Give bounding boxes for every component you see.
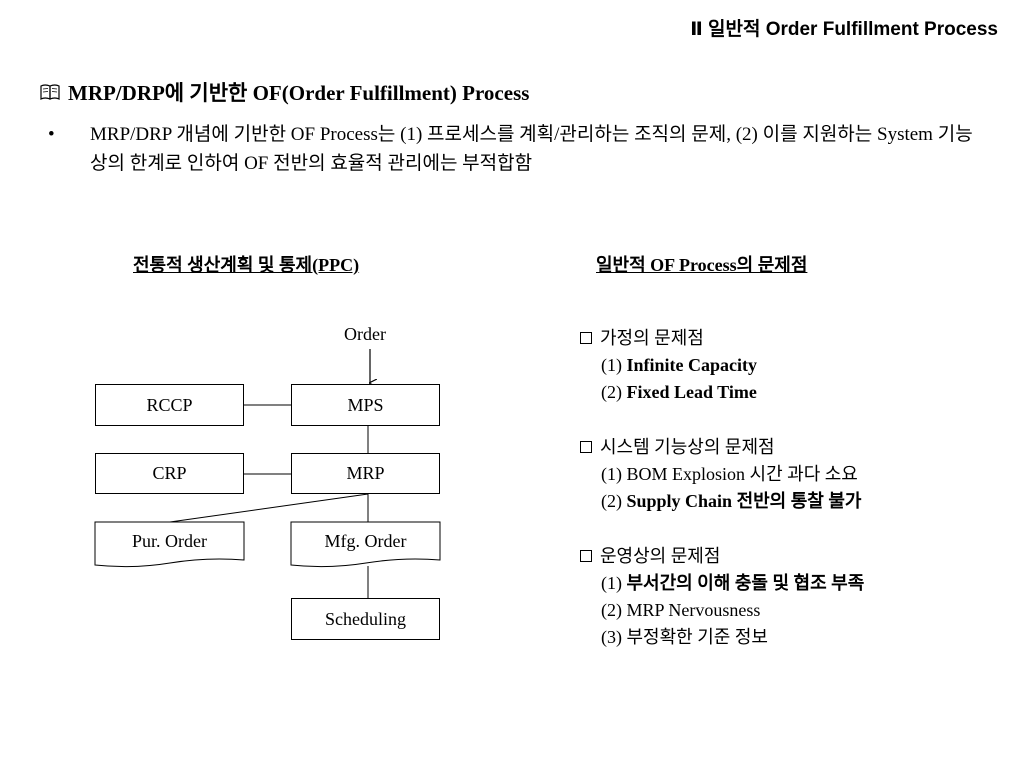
- checkbox-square-icon: [580, 331, 592, 344]
- book-icon: [40, 84, 60, 105]
- section-title-text: MRP/DRP에 기반한 OF(Order Fulfillment) Proce…: [68, 81, 530, 105]
- issue-item: (1) Infinite Capacity: [601, 355, 757, 375]
- issue-item: (1) 부서간의 이해 충돌 및 협조 부족: [601, 573, 865, 593]
- issue-heading: 시스템 기능상의 문제점: [600, 437, 775, 457]
- issue-heading: 운영상의 문제점: [600, 546, 721, 566]
- page-header-title: Ⅱ 일반적 Order Fulfillment Process: [690, 19, 998, 40]
- scheduling-box: Scheduling: [291, 598, 440, 640]
- mfg-order-box: [290, 521, 441, 568]
- mfg-order-label: Mfg. Order: [324, 531, 407, 551]
- issue-group-operations: 운영상의 문제점 (1) 부서간의 이해 충돌 및 협조 부족 (2) MRP …: [580, 543, 864, 651]
- issue-item: (2) Supply Chain 전반의 통찰 불가: [601, 491, 862, 511]
- checkbox-square-icon: [580, 440, 592, 453]
- pur-order-box: [94, 521, 245, 568]
- pur-order-label: Pur. Order: [132, 531, 207, 551]
- order-label: Order: [344, 324, 386, 344]
- left-column-title: 전통적 생산계획 및 통제(PPC): [133, 255, 360, 275]
- issue-item: (3) 부정확한 기준 정보: [601, 627, 768, 647]
- rccp-box: RCCP: [95, 384, 244, 426]
- checkbox-square-icon: [580, 549, 592, 562]
- issue-item: (2) Fixed Lead Time: [601, 382, 757, 402]
- issue-item: (2) MRP Nervousness: [601, 600, 761, 620]
- issue-item: (1) BOM Explosion 시간 과다 소요: [601, 464, 858, 484]
- mps-box: MPS: [291, 384, 440, 426]
- bullet-text: MRP/DRP 개념에 기반한 OF Process는 (1) 프로세스를 계획…: [90, 124, 973, 174]
- bullet-marker: •: [48, 124, 55, 145]
- mrp-pur-connector: [169, 493, 369, 523]
- mrp-box: MRP: [291, 453, 440, 494]
- section-title: MRP/DRP에 기반한 OF(Order Fulfillment) Proce…: [40, 77, 529, 107]
- issue-group-system: 시스템 기능상의 문제점 (1) BOM Explosion 시간 과다 소요 …: [580, 434, 862, 515]
- issue-group-assumptions: 가정의 문제점 (1) Infinite Capacity (2) Fixed …: [580, 325, 757, 406]
- crp-box: CRP: [95, 453, 244, 494]
- right-column-title: 일반적 OF Process의 문제점: [596, 255, 808, 275]
- issue-heading: 가정의 문제점: [600, 328, 704, 348]
